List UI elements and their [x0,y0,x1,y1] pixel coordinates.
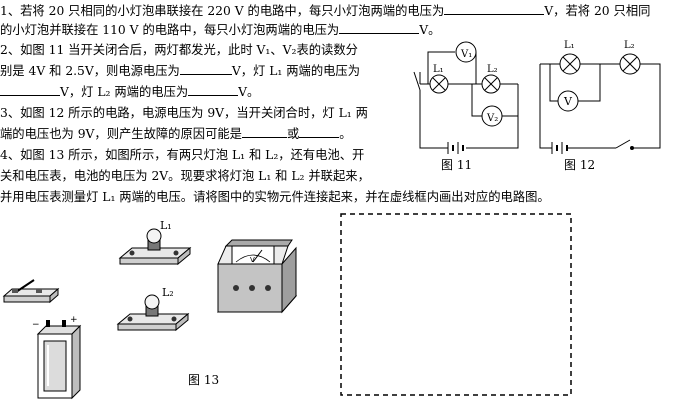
q4-line2: 关和电压表，电池的电压为 2V。现要求将灯泡 L₁ 和 L₂ 并联起来， [0,167,370,185]
q2-text2b: V，灯 L₁ 两端的电压为 [231,64,361,78]
q3-answer-blank-2[interactable] [299,125,340,138]
q2-text1: 2、如图 11 当开关闭合后，两灯都发光，此时 V₁、V₂表的读数分 [0,43,358,57]
q2-text3b: V。 [238,85,260,99]
fig11-v2-label: V₂ [486,113,498,124]
q1-text2: 的小灯泡并联接在 110 V 的电路中，每只小灯泡两端的电压为 [0,23,340,37]
fig13-l2-label: L₂ [162,286,174,299]
q3-text2b: 或 [286,127,300,141]
fig13-switch-icon[interactable] [2,279,60,304]
figure-11-circuit [413,41,519,154]
fig13-lamp-l2-icon[interactable] [116,294,190,332]
q3-text2c: 。 [339,127,352,141]
q4-text1: 4、如图 13 所示，如图所示，有两只灯泡 L₁ 和 L₂，还有电池、开 [0,148,365,162]
q2-text3a: V，灯 L₂ 两端的电压为 [60,85,189,99]
fig11-l1-label: L₁ [433,64,444,75]
q2-line2: 别是 4V 和 2.5V，则电源电压为 V，灯 L₁ 两端的电压为 [0,62,360,80]
svg-text:−: − [32,320,40,330]
fig13-caption: 图 13 [188,373,219,387]
q1-answer-blank-1[interactable] [444,2,545,15]
fig13-meter-v-label: V [250,256,255,264]
q3-line2: 端的电压也为 9V，则产生故障的原因可能是 或 。 [0,125,352,143]
q3-text2a: 端的电压也为 9V，则产生故障的原因可能是 [0,127,242,141]
figure-12-circuit [539,53,661,154]
fig12-lamp-l2-icon [619,53,641,75]
q3-text1: 3、如图 12 所示的电路，电源电压为 9V，当开关闭合时，灯 L₁ 两 [0,106,368,120]
fig11-v1-label: V₁ [460,49,472,60]
q2-text2a: 别是 4V 和 2.5V，则电源电压为 [0,64,180,78]
q4-line1: 4、如图 13 所示，如图所示，有两只灯泡 L₁ 和 L₂，还有电池、开 [0,146,364,164]
svg-text:+: + [70,315,78,325]
q2-line3: V，灯 L₂ 两端的电压为 V。 [0,83,259,101]
q1-text1: 1、若将 20 只相同的小灯泡串联接在 220 V 的电路中，每只小灯泡两端的电… [0,4,445,18]
q1-text2-end: V。 [419,23,441,37]
fig11-l2-label: L₂ [487,64,498,75]
q2-answer-blank-3[interactable] [188,83,239,96]
fig12-v-label: V [563,95,573,108]
q2-answer-blank-1[interactable] [179,62,232,75]
fig13-l1-label: L₁ [160,219,172,232]
q1-answer-blank-2[interactable] [339,21,420,34]
fig11-caption: 图 11 [441,158,472,172]
answer-dashed-box[interactable] [340,213,572,396]
fig13-voltmeter-icon[interactable] [216,239,298,314]
fig13-lamp-l1-icon[interactable] [118,228,192,266]
q1-line1: 1、若将 20 只相同的小灯泡串联接在 220 V 的电路中，每只小灯泡两端的电… [0,2,650,20]
q4-text2: 关和电压表，电池的电压为 2V。现要求将灯泡 L₁ 和 L₂ 并联起来， [0,169,370,183]
q3-line1: 3、如图 12 所示的电路，电源电压为 9V，当开关闭合时，灯 L₁ 两 [0,104,368,122]
q4-line3: 并用电压表测量灯 L₁ 两端的电压。请将图中的实物元件连接起来，并在虚线框内画出… [0,188,550,206]
fig12-caption: 图 12 [564,158,595,172]
fig13-battery-icon[interactable]: − + [32,315,82,400]
q2-answer-blank-2[interactable] [0,83,60,96]
q3-answer-blank-1[interactable] [241,125,287,138]
q2-line1: 2、如图 11 当开关闭合后，两灯都发光，此时 V₁、V₂表的读数分 [0,41,358,59]
fig12-l1-label: L₁ [564,40,575,51]
q1-line2: 的小灯泡并联接在 110 V 的电路中，每只小灯泡两端的电压为 V。 [0,21,440,39]
q1-text1-end: V，若将 20 只相同 [544,4,651,18]
fig12-l2-label: L₂ [624,40,635,51]
q4-text3: 并用电压表测量灯 L₁ 两端的电压。请将图中的实物元件连接起来，并在虚线框内画出… [0,190,550,204]
